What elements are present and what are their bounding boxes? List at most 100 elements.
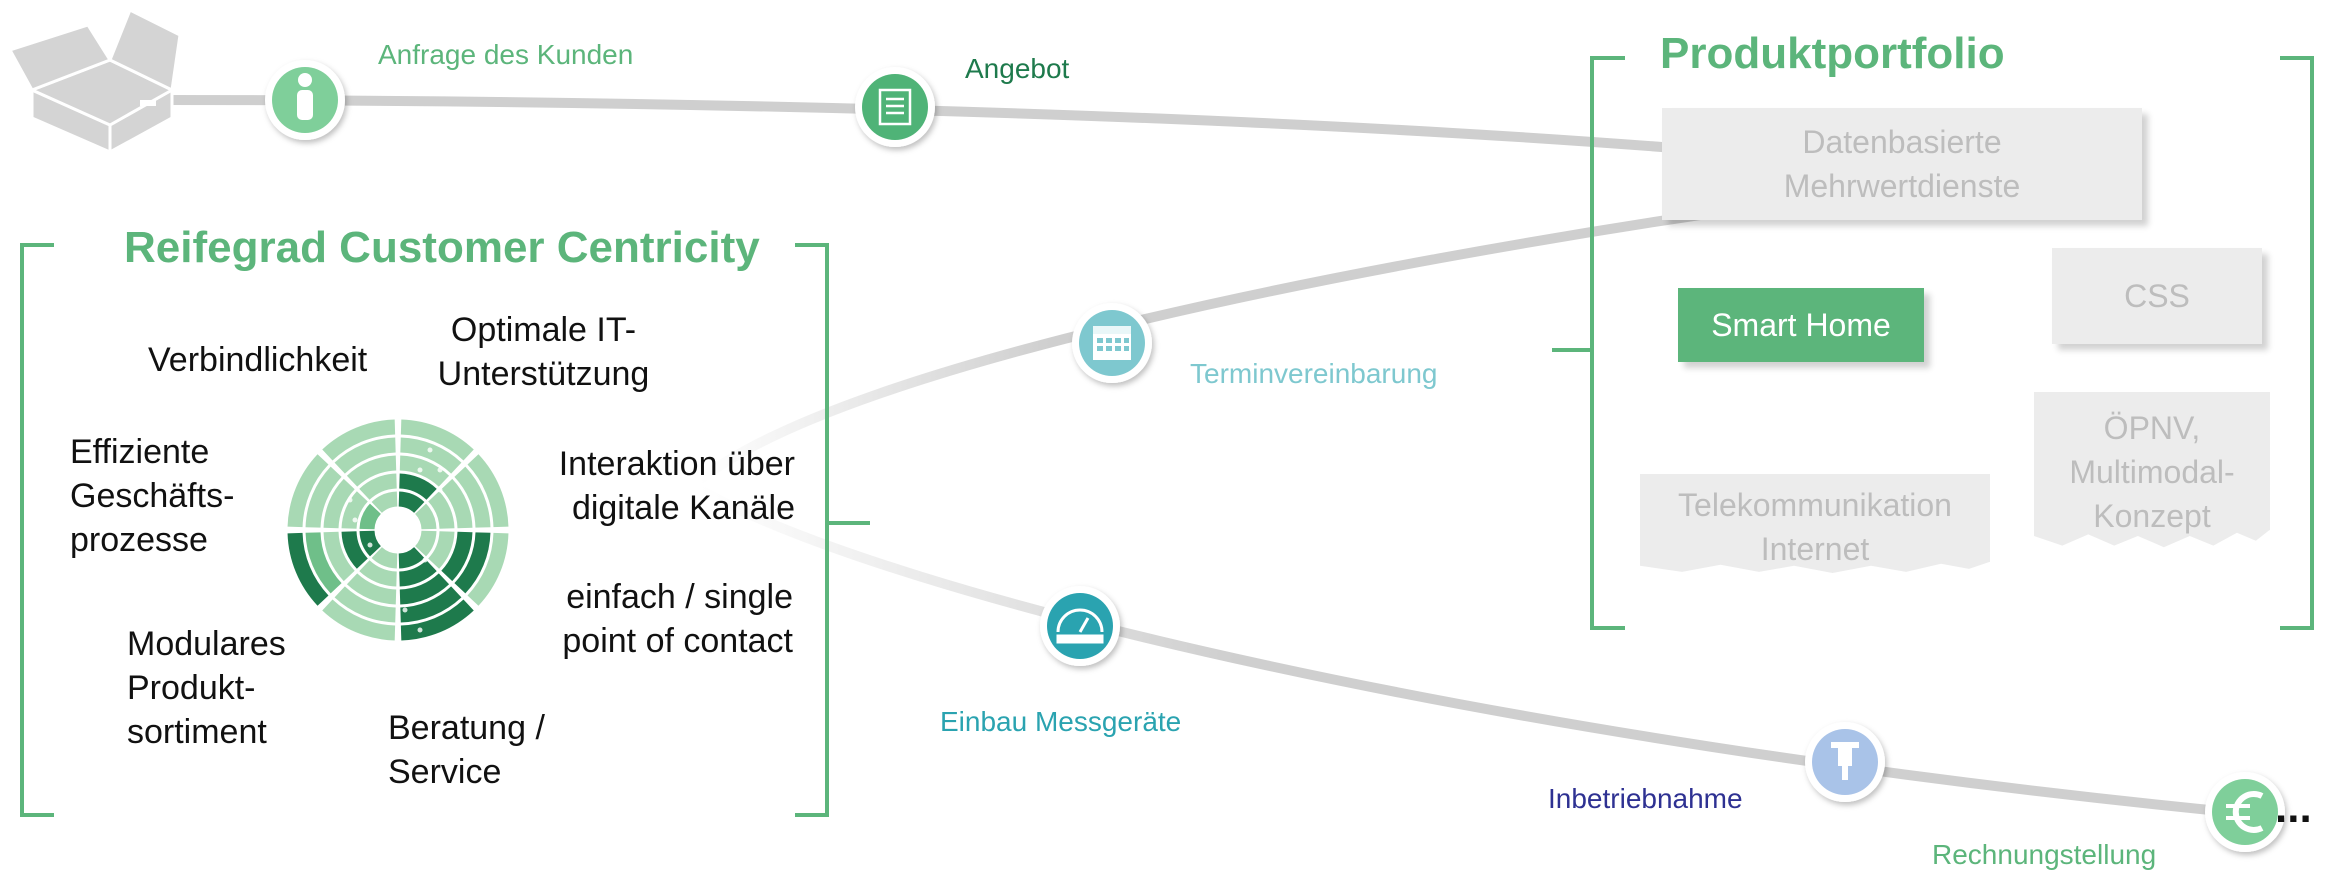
radar-sparkle bbox=[427, 447, 433, 453]
radar-segment bbox=[322, 419, 396, 461]
radar-segment bbox=[400, 437, 462, 474]
radar-segment bbox=[398, 547, 425, 569]
radar-segment bbox=[334, 586, 396, 623]
radar-segment bbox=[371, 547, 398, 569]
radar-segment bbox=[400, 419, 474, 461]
radar-sparkle bbox=[417, 627, 423, 633]
radar-sparkle bbox=[352, 517, 358, 523]
radar-sparkle bbox=[417, 467, 423, 473]
radar-sparkle bbox=[422, 557, 428, 563]
label-eff-line3: prozesse bbox=[70, 521, 208, 559]
label-ber-line1: Beratung / bbox=[388, 709, 545, 747]
radar-segment bbox=[346, 573, 397, 605]
radar-segment bbox=[399, 455, 450, 487]
termin-node[interactable] bbox=[1072, 303, 1152, 383]
card-smart-home-label: Smart Home bbox=[1711, 307, 1891, 343]
einbau-label: Einbau Messgeräte bbox=[940, 706, 1182, 737]
document-icon bbox=[878, 88, 912, 126]
radar-segment bbox=[359, 503, 381, 530]
card-oepnv-line2: Multimodal- bbox=[2069, 454, 2235, 490]
label-beratung: Beratung / Service bbox=[388, 706, 545, 794]
anfrage-label: Anfrage des Kunden bbox=[378, 39, 634, 70]
person-icon bbox=[297, 73, 313, 120]
portfolio-bracket bbox=[1552, 56, 2314, 630]
label-it-line1: Optimale IT- bbox=[450, 311, 637, 349]
radar-segment bbox=[428, 491, 455, 529]
radar-segment bbox=[415, 503, 437, 530]
rechnung-node[interactable] bbox=[2205, 772, 2285, 852]
card-smart-home[interactable]: Smart Home bbox=[1678, 288, 1924, 362]
calendar-icon bbox=[1093, 326, 1131, 360]
radar-segment bbox=[323, 478, 355, 529]
termin-label: Terminvereinbarung bbox=[1190, 358, 1438, 389]
label-verbindlichkeit: Verbindlichkeit bbox=[148, 341, 368, 379]
radar-segment bbox=[305, 466, 342, 528]
radar-segment bbox=[399, 473, 437, 500]
radar-segment bbox=[415, 530, 437, 557]
portfolio-title: Produktportfolio bbox=[1660, 29, 2005, 78]
label-eff-line1: Effiziente bbox=[70, 433, 210, 471]
gauge-icon bbox=[1056, 608, 1104, 644]
label-optimale-it: Optimale IT- Unterstützung bbox=[436, 308, 651, 396]
radar-segment bbox=[322, 599, 396, 641]
radar-segment bbox=[323, 531, 355, 582]
rechnung-label: Rechnungstellung bbox=[1932, 839, 2157, 870]
radar-segment bbox=[334, 437, 396, 474]
einbau-node[interactable] bbox=[1040, 586, 1120, 666]
label-einf-line1: einfach / single bbox=[566, 578, 793, 616]
label-eff-line2: Geschäfts- bbox=[70, 477, 235, 515]
label-it-line2: Unterstützung bbox=[437, 355, 650, 393]
radar-segment bbox=[398, 491, 425, 513]
reifegrad-title: Reifegrad Customer Centricity bbox=[124, 223, 760, 272]
radar-segment bbox=[467, 454, 509, 528]
radar-segment bbox=[399, 573, 450, 605]
radar-segment bbox=[454, 466, 491, 528]
inbetrieb-node[interactable] bbox=[1805, 722, 1885, 802]
radar-segment bbox=[287, 532, 329, 606]
radar-segment bbox=[467, 532, 509, 606]
label-einf-line2: point of contact bbox=[562, 622, 793, 660]
card-oepnv-multimodal-konzept[interactable]: ÖPNV, Multimodal- Konzept bbox=[2034, 392, 2270, 548]
maturity-radar-chart bbox=[287, 419, 509, 641]
radar-segment bbox=[441, 478, 473, 529]
radar-sparkle bbox=[347, 497, 353, 503]
radar-segment bbox=[346, 455, 397, 487]
label-int-line1: Interaktion über bbox=[558, 445, 795, 483]
radar-segment bbox=[341, 531, 368, 569]
euro-icon bbox=[2226, 791, 2264, 833]
card-oepnv-line1: ÖPNV, bbox=[2103, 410, 2201, 446]
radar-segment bbox=[400, 586, 462, 623]
card-datenbasiert-line1: Datenbasierte bbox=[1802, 124, 2002, 160]
journey-path-bottom bbox=[695, 485, 2235, 817]
radar-segment bbox=[441, 531, 473, 582]
card-datenbasierte-mehrwertdienste[interactable]: Datenbasierte Mehrwertdienste bbox=[1662, 108, 2142, 220]
jackhammer-icon bbox=[1831, 742, 1859, 780]
label-int-line2: digitale Kanäle bbox=[571, 489, 795, 527]
radar-sparkle bbox=[367, 542, 373, 548]
radar-segment bbox=[454, 532, 491, 594]
radar-segment bbox=[359, 560, 397, 587]
radar-segment bbox=[371, 491, 398, 513]
more-ellipsis: ... bbox=[2275, 783, 2312, 832]
card-datenbasiert-line2: Mehrwertdienste bbox=[1783, 168, 2021, 204]
card-telko-line1: Telekommunikation bbox=[1678, 487, 1952, 523]
label-mod-line2: Produkt- bbox=[127, 669, 256, 707]
anfrage-node[interactable] bbox=[265, 60, 345, 140]
card-telko-line2: Internet bbox=[1760, 531, 1870, 567]
inbetrieb-label: Inbetriebnahme bbox=[1548, 783, 1743, 814]
card-css[interactable]: CSS bbox=[2052, 248, 2262, 344]
radar-sparkle bbox=[402, 607, 408, 613]
radar-segment bbox=[399, 560, 437, 587]
label-ber-line2: Service bbox=[388, 753, 502, 791]
radar-sparkle bbox=[437, 467, 443, 473]
reifegrad-bracket bbox=[20, 243, 870, 817]
radar-segment bbox=[428, 531, 455, 569]
card-telekommunikation-internet[interactable]: Telekommunikation Internet bbox=[1640, 474, 1990, 573]
card-oepnv-line3: Konzept bbox=[2093, 498, 2211, 534]
angebot-label: Angebot bbox=[965, 53, 1070, 84]
radar-segment bbox=[287, 454, 329, 528]
radar-segment bbox=[359, 473, 397, 500]
angebot-node[interactable] bbox=[855, 67, 935, 147]
